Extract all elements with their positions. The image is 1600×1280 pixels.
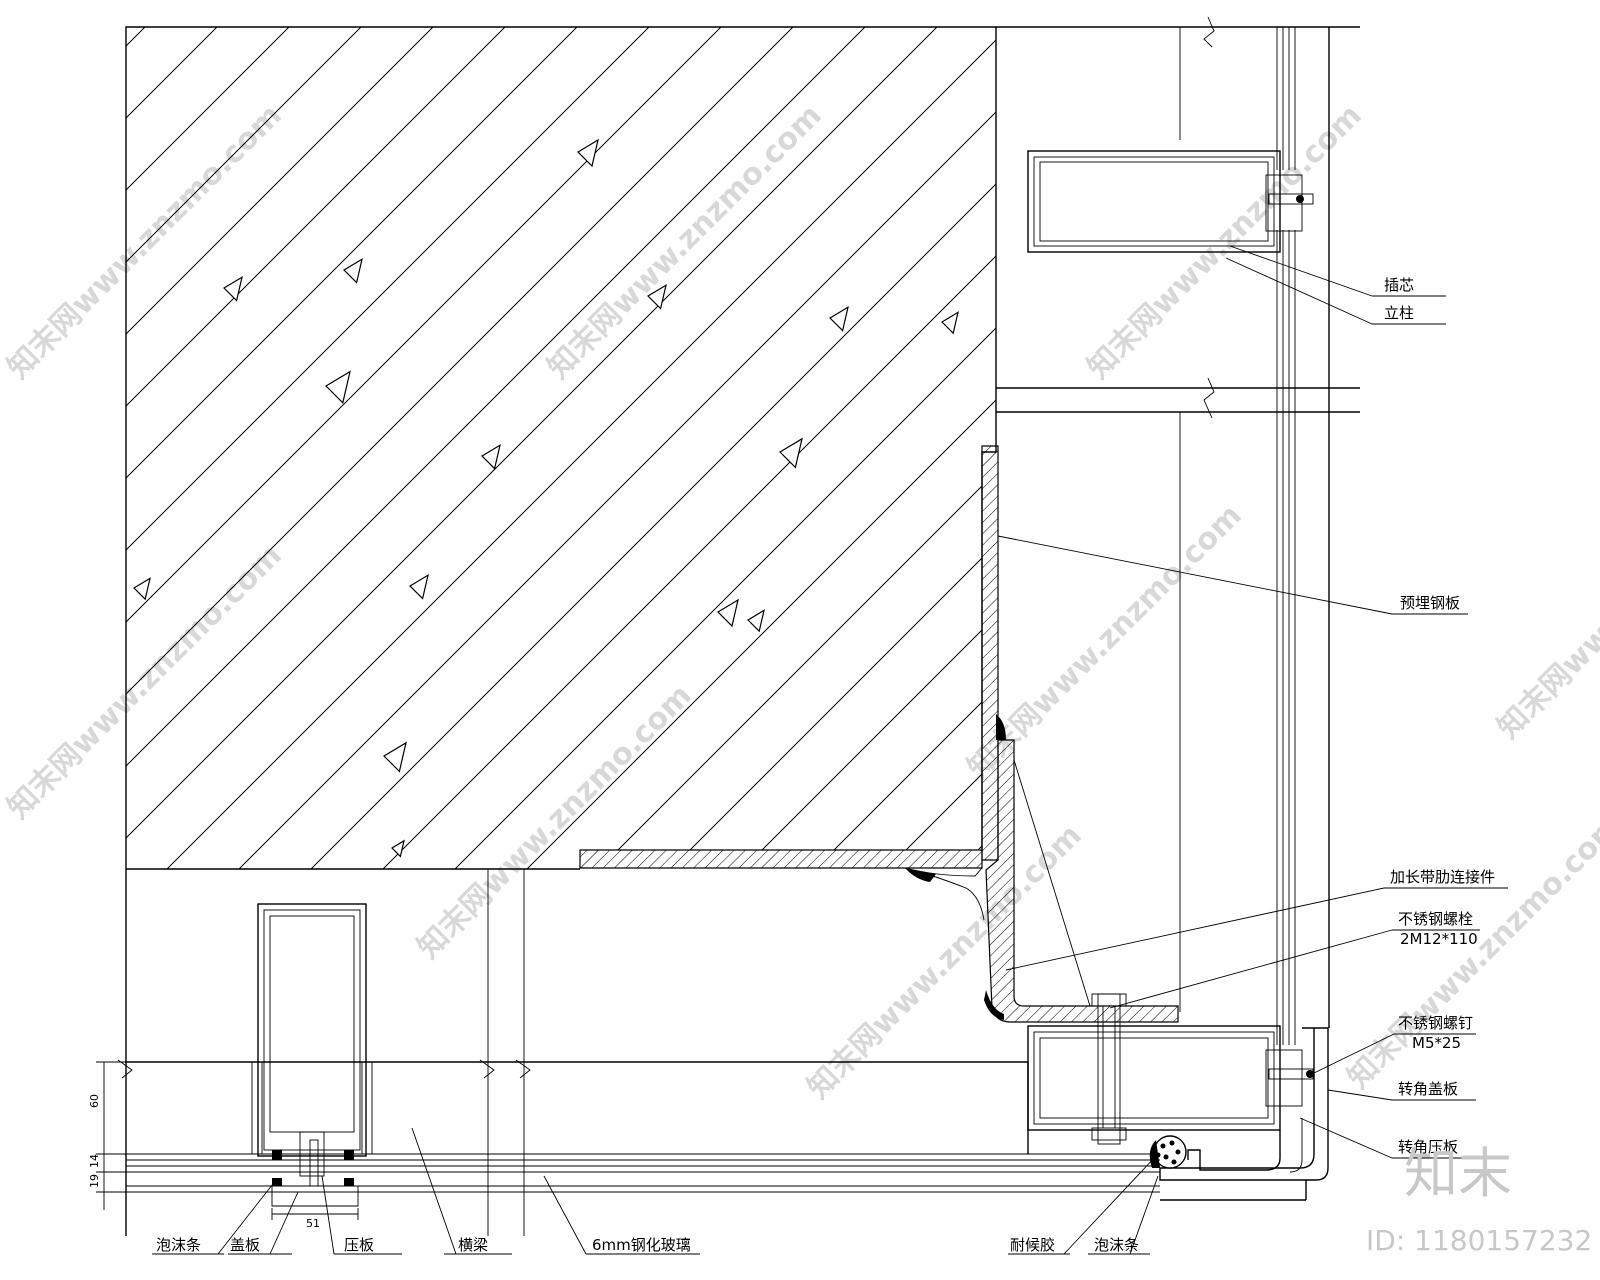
corner-pressure-plate [1149,1130,1281,1171]
image-id: ID: 1180157232 [1366,1224,1592,1257]
label-tempered-glass: 6mm钢化玻璃 [592,1236,691,1254]
label-screw-spec: M5*25 [1412,1034,1461,1052]
mullion-lower [1027,1025,1314,1131]
watermark-text: 知末网www.znzmo.com [541,98,829,386]
dimension-60: 60 [88,1094,101,1108]
horizontal-glass-panel [126,1153,1307,1201]
label-corner-pressure-plate: 转角压板 [1398,1138,1458,1156]
brand-overlay: 知末 ID: 1180157232 [1366,1142,1592,1257]
transom-beam [117,869,1029,1236]
mullion-upper [1027,150,1314,253]
stainless-bolt [1091,993,1127,1145]
brand-logo: 知末 [1404,1142,1512,1205]
label-stainless-screw: 不锈钢螺钉 [1398,1014,1473,1032]
label-insert-core: 插芯 [1384,276,1414,294]
label-stainless-bolt: 不锈钢螺栓 [1398,910,1473,928]
concrete-hatch [126,27,996,869]
dimension-chain: 60 14 19 51 [88,1061,359,1230]
callout-labels: 插芯 立柱 预埋钢板 加长带肋连接件 不锈钢螺栓 2M12*110 不锈钢螺钉 … [156,276,1495,1254]
label-embedded-plate: 预埋钢板 [1400,594,1460,612]
corner-cover-plate [1159,1027,1329,1181]
label-corner-cover: 转角盖板 [1398,1080,1458,1098]
leader-lines [152,245,1508,1255]
label-mullion: 立柱 [1384,304,1414,322]
watermark-text: 知末网www.znzmo.com [1081,98,1369,386]
label-transom: 横梁 [458,1236,488,1254]
label-extended-connector: 加长带肋连接件 [1390,868,1495,886]
dimension-19: 19 [88,1174,101,1188]
label-foam-strip-right: 泡沫条 [1094,1236,1139,1254]
extended-ribbed-connector [904,714,1179,1023]
concrete-aggregate [133,138,959,858]
label-foam-strip-left: 泡沫条 [156,1236,201,1254]
label-weather-sealant: 耐候胶 [1010,1236,1055,1254]
label-bolt-spec: 2M12*110 [1400,930,1478,948]
dimension-14: 14 [88,1154,101,1168]
embedded-steel-plate [579,445,999,869]
vertical-glass-panel [996,16,1360,1045]
concrete-slab [125,26,997,1236]
watermark-text: 知末网www.znzmo.com [411,678,699,966]
dimension-51: 51 [306,1217,320,1230]
watermark-text: 知末网www.znzmo.com [1491,458,1600,746]
watermark-text: 知末网www.znzmo.com [1,98,289,386]
watermark-text: 知末网www.znzmo.com [1341,808,1600,1096]
label-cover-plate: 盖板 [230,1236,260,1254]
label-pressure-plate: 压板 [344,1236,374,1254]
watermark-layer: 知末网www.znzmo.com 知末网www.znzmo.com 知末网www… [1,98,1600,1106]
mullion-bottom [251,903,373,1207]
